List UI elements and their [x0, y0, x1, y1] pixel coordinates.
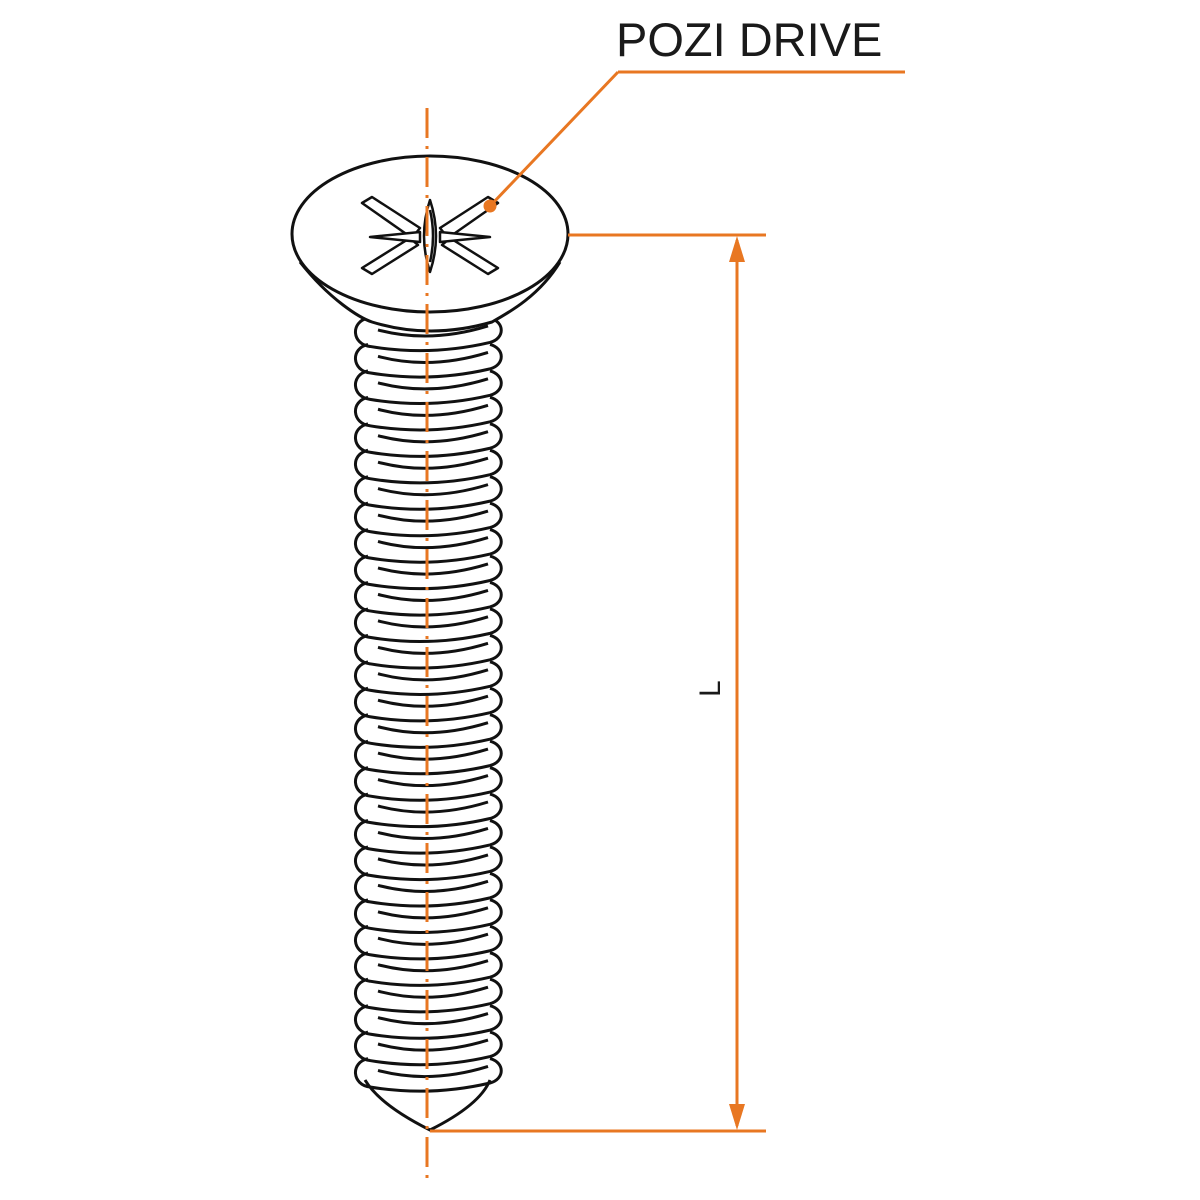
thread-root — [377, 641, 489, 655]
pozidrive-recess-icon — [360, 195, 500, 276]
thread-crest — [354, 686, 503, 723]
thread-root — [377, 853, 489, 867]
thread-crest — [354, 766, 503, 802]
thread-crest — [354, 607, 503, 644]
thread-crest — [354, 581, 503, 617]
thread-root — [377, 694, 489, 708]
thread-crest — [354, 369, 503, 406]
thread-root — [377, 615, 489, 629]
thread-crest — [354, 977, 503, 1014]
dimension-label: L — [694, 680, 727, 697]
thread-root — [377, 827, 489, 841]
thread-crest — [354, 633, 503, 670]
thread-crest — [354, 448, 503, 485]
thread-root — [377, 588, 489, 603]
thread-crest — [354, 475, 503, 511]
thread-root — [377, 985, 489, 999]
thread-root — [377, 800, 489, 814]
thread-root — [377, 1038, 489, 1052]
thread-crest — [354, 554, 503, 591]
thread-root — [377, 430, 489, 444]
thread-root — [377, 403, 489, 417]
thread-root — [377, 350, 489, 364]
thread-crest — [354, 342, 503, 379]
thread-root — [377, 906, 489, 920]
thread-crest — [354, 792, 503, 829]
thread-root — [377, 324, 489, 338]
arrow-up-icon — [729, 236, 745, 262]
thread-crest — [354, 898, 503, 934]
thread-root — [377, 747, 489, 761]
thread-crest — [354, 951, 503, 987]
arrow-down-icon — [729, 1104, 745, 1130]
callout-leader — [483, 70, 905, 213]
screw-threads — [354, 316, 503, 1093]
thread-crest — [354, 871, 503, 908]
thread-root — [377, 879, 489, 893]
thread-crest — [354, 660, 503, 696]
thread-root — [377, 377, 489, 391]
thread-root — [377, 668, 489, 682]
thread-root — [377, 774, 489, 788]
thread-crest — [354, 739, 503, 776]
thread-root — [377, 721, 489, 735]
thread-crest — [354, 422, 503, 458]
length-dimension — [430, 233, 766, 1133]
thread-crest — [354, 1004, 503, 1040]
thread-root — [377, 509, 489, 523]
thread-crest — [354, 1057, 503, 1093]
thread-crest — [354, 1030, 503, 1067]
thread-root — [377, 456, 489, 470]
callout-label: POZI DRIVE — [616, 13, 882, 66]
thread-crest — [354, 713, 503, 749]
thread-root — [377, 562, 489, 576]
thread-crest — [354, 316, 503, 353]
thread-crest — [354, 528, 503, 564]
thread-root — [377, 483, 489, 497]
thread-root — [377, 1065, 489, 1079]
thread-crest — [354, 819, 503, 855]
thread-root — [377, 536, 489, 550]
thread-crest — [354, 924, 503, 961]
thread-crest — [354, 395, 503, 432]
thread-root — [377, 1012, 489, 1026]
thread-crest — [354, 845, 503, 882]
thread-root — [377, 932, 489, 946]
thread-crest — [354, 501, 503, 538]
thread-root — [377, 959, 489, 973]
